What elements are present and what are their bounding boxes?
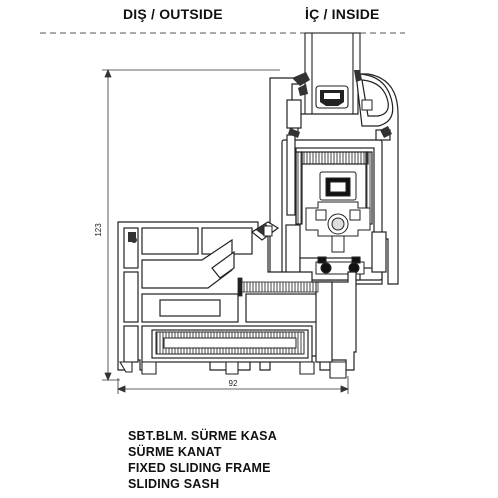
outside-label: DIŞ / OUTSIDE xyxy=(123,6,223,22)
sash-gaskets xyxy=(288,70,392,138)
frame-feet xyxy=(119,361,347,379)
frame-steel-inner xyxy=(163,337,297,349)
caption-line-2: SÜRME KANAT xyxy=(128,445,222,459)
caption-line-1: SBT.BLM. SÜRME KASA xyxy=(128,429,277,443)
height-dimension-text: 123 xyxy=(94,223,103,237)
roller-assembly xyxy=(305,171,371,275)
caption-line-4: SLIDING SASH xyxy=(128,477,220,491)
caption-line-3: FIXED SLIDING FRAME xyxy=(128,461,271,475)
inside-label: İÇ / INSIDE xyxy=(305,6,380,22)
caption-block: SBT.BLM. SÜRME KASA SÜRME KANAT FIXED SL… xyxy=(128,428,277,492)
brush-seal xyxy=(237,277,319,297)
width-dimension-text: 92 xyxy=(229,379,238,388)
frame-gaskets xyxy=(128,224,273,243)
height-dimension xyxy=(102,68,280,382)
width-dimension xyxy=(116,376,350,394)
